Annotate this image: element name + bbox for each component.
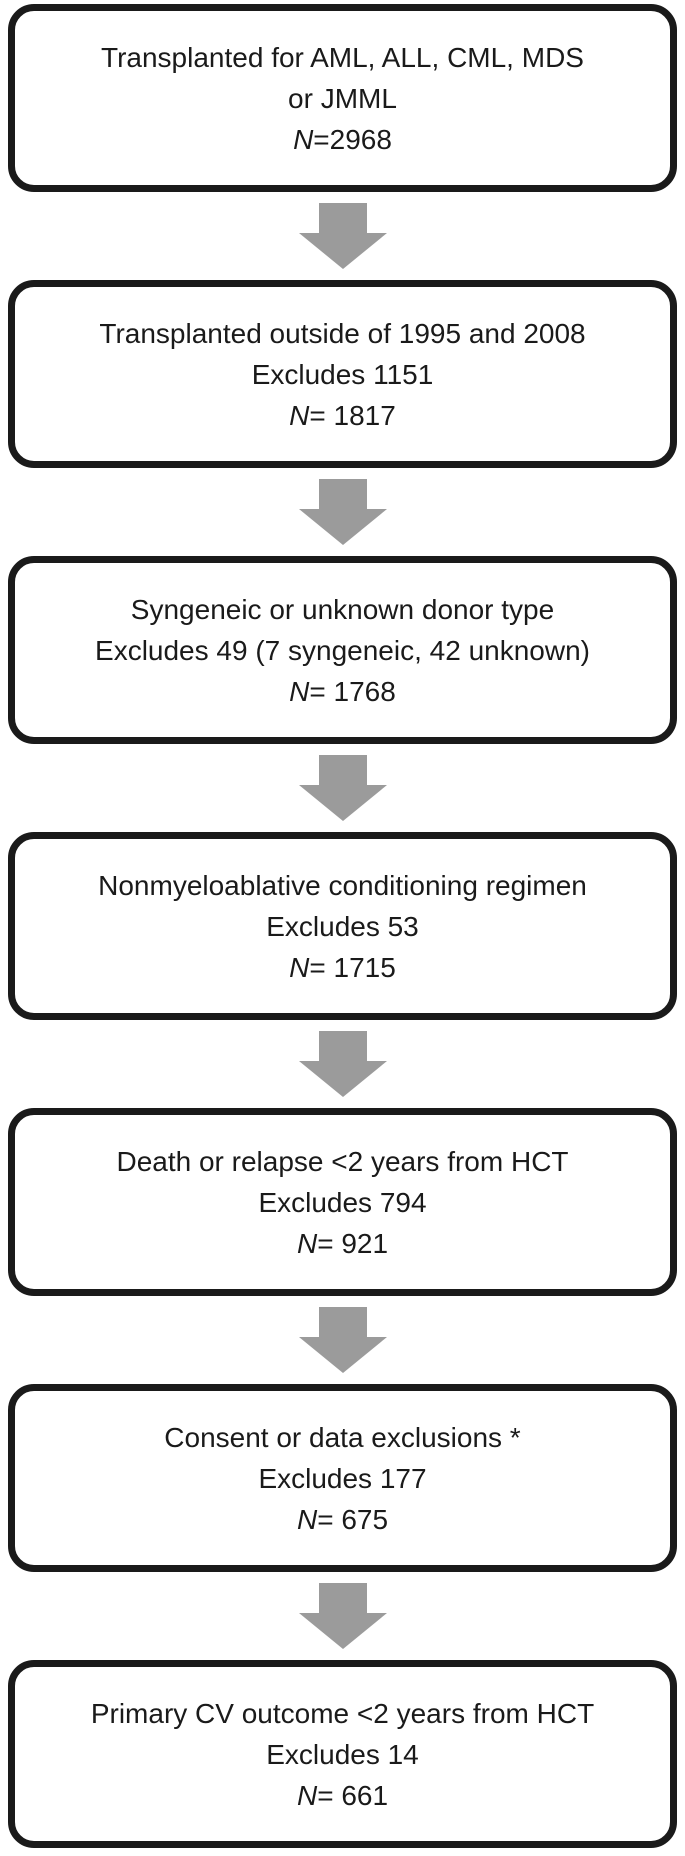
- flow-step-transplant-year-exclusion: Transplanted outside of 1995 and 2008 Ex…: [8, 280, 677, 468]
- arrow-shaft: [318, 1307, 367, 1337]
- step-n-count: N= 921: [297, 1223, 388, 1264]
- flow-step-final-cohort: Primary CV outcome <2 years from HCT Exc…: [8, 1660, 677, 1848]
- n-symbol: N: [289, 675, 310, 707]
- step-title: Transplanted outside of 1995 and 2008: [99, 317, 586, 349]
- n-symbol: N: [289, 951, 310, 983]
- down-arrow-icon: [298, 1296, 387, 1384]
- step-subtitle: or JMML: [288, 82, 397, 114]
- step-title: Death or relapse <2 years from HCT: [116, 1145, 569, 1177]
- n-symbol: N: [296, 1227, 318, 1259]
- down-arrow-icon: [298, 468, 387, 556]
- arrow-head: [298, 1337, 387, 1373]
- step-n-count: N=2968: [293, 119, 392, 160]
- step-excludes: Excludes 1151: [251, 358, 434, 390]
- arrow-head: [298, 1613, 387, 1649]
- down-arrow-icon: [298, 1020, 387, 1108]
- step-excludes: Excludes 53: [266, 910, 419, 942]
- arrow-head: [298, 233, 387, 269]
- flow-step-consent-data-exclusion: Consent or data exclusions * Excludes 17…: [8, 1384, 677, 1572]
- n-value: = 1817: [309, 399, 396, 431]
- step-n-count: N= 1715: [289, 947, 396, 988]
- down-arrow-icon: [298, 192, 387, 280]
- step-title: Primary CV outcome <2 years from HCT: [90, 1697, 595, 1729]
- step-excludes: Excludes 177: [258, 1462, 427, 1494]
- step-title: Nonmyeloablative conditioning regimen: [98, 869, 587, 901]
- step-excludes: Excludes 49 (7 syngeneic, 42 unknown): [95, 634, 590, 666]
- down-arrow-icon: [298, 744, 387, 832]
- flow-step-initial-cohort: Transplanted for AML, ALL, CML, MDS or J…: [8, 4, 677, 192]
- arrow-shaft: [318, 479, 367, 509]
- step-excludes: Excludes 794: [258, 1186, 427, 1218]
- flow-step-donor-type-exclusion: Syngeneic or unknown donor type Excludes…: [8, 556, 677, 744]
- step-excludes: Excludes 14: [266, 1738, 419, 1770]
- n-symbol: N: [293, 123, 314, 155]
- step-n-count: N= 661: [297, 1775, 388, 1816]
- n-value: = 921: [317, 1227, 389, 1259]
- n-symbol: N: [296, 1503, 318, 1535]
- n-value: = 661: [317, 1779, 389, 1811]
- arrow-head: [298, 785, 387, 821]
- n-value: =2968: [313, 123, 392, 155]
- step-title: Consent or data exclusions *: [164, 1421, 521, 1453]
- n-symbol: N: [289, 399, 310, 431]
- arrow-head: [298, 509, 387, 545]
- step-n-count: N= 675: [297, 1499, 388, 1540]
- n-value: = 675: [317, 1503, 389, 1535]
- n-value: = 1768: [309, 675, 396, 707]
- n-value: = 1715: [309, 951, 396, 983]
- down-arrow-icon: [298, 1572, 387, 1660]
- step-n-count: N= 1768: [289, 671, 396, 712]
- n-symbol: N: [296, 1779, 318, 1811]
- flow-step-death-relapse-exclusion: Death or relapse <2 years from HCT Exclu…: [8, 1108, 677, 1296]
- step-title: Transplanted for AML, ALL, CML, MDS: [101, 41, 584, 73]
- flow-step-conditioning-exclusion: Nonmyeloablative conditioning regimen Ex…: [8, 832, 677, 1020]
- arrow-shaft: [318, 1031, 367, 1061]
- arrow-shaft: [318, 755, 367, 785]
- step-n-count: N= 1817: [289, 395, 396, 436]
- arrow-head: [298, 1061, 387, 1097]
- arrow-shaft: [318, 1583, 367, 1613]
- step-title: Syngeneic or unknown donor type: [130, 593, 555, 625]
- arrow-shaft: [318, 203, 367, 233]
